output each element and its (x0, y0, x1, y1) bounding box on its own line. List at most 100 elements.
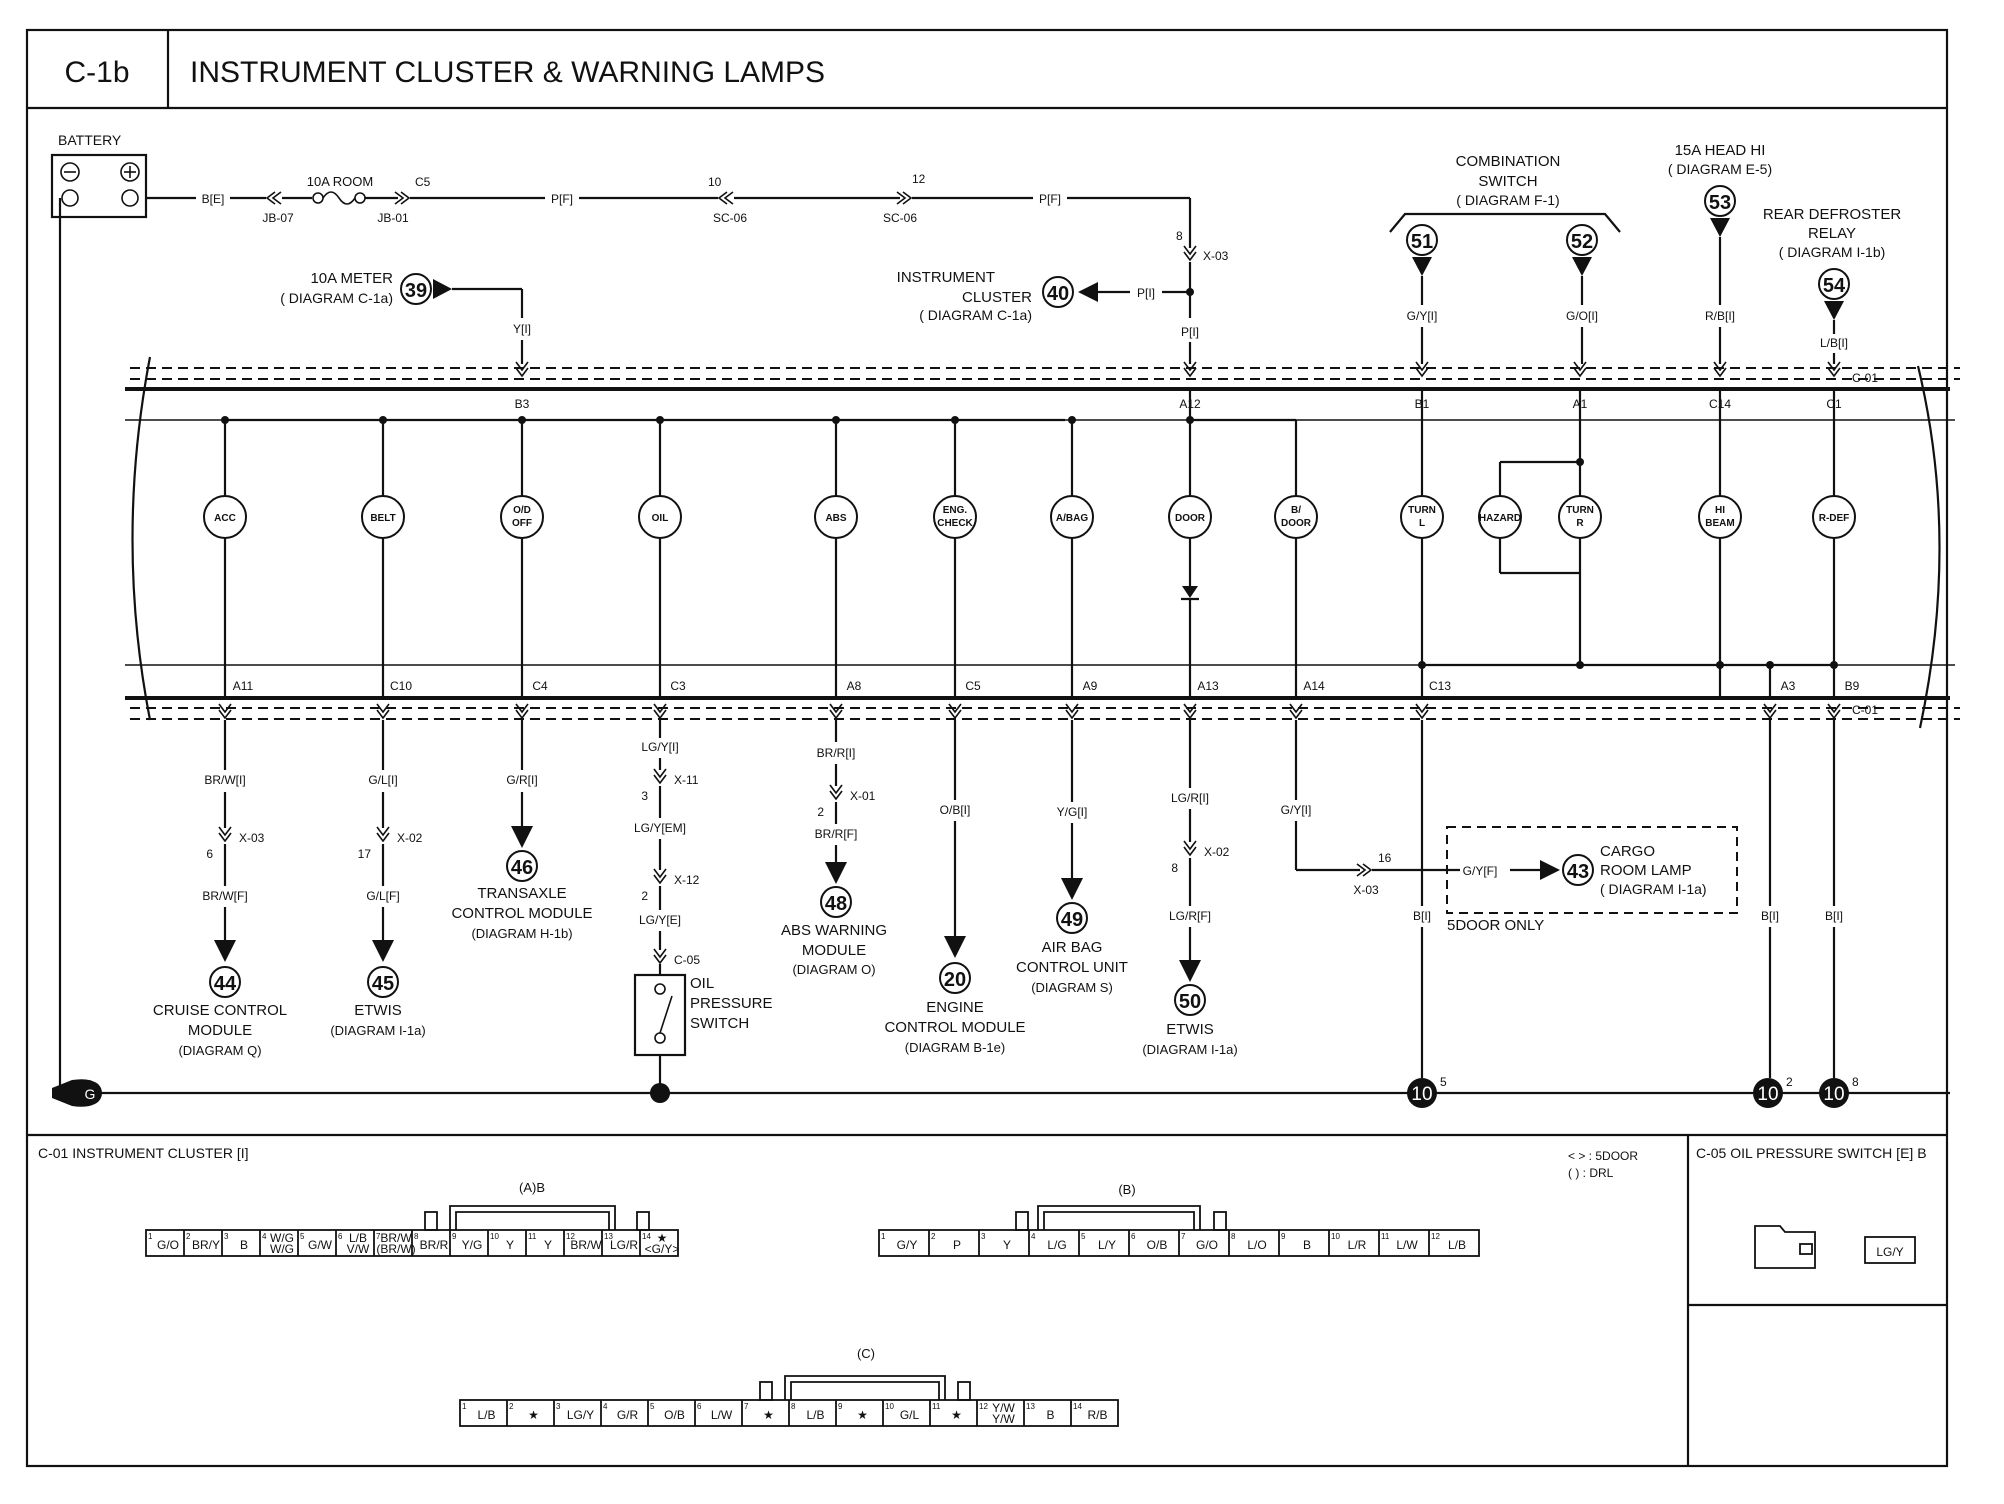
pin-number: 1 (148, 1232, 153, 1241)
pin-wire: L/B (477, 1408, 495, 1422)
connector-chevron (376, 826, 390, 842)
pin-number: 1 (881, 1232, 886, 1241)
module-label: (DIAGRAM Q) (178, 1043, 261, 1058)
pin-number: 2 (931, 1232, 936, 1241)
ground-number: 10 (1411, 1084, 1432, 1105)
connector-label: X-03 (1353, 883, 1379, 897)
pin-number: 1 (462, 1402, 467, 1411)
ref-45-label: 45 (372, 973, 394, 995)
pin-number: 8 (791, 1402, 796, 1411)
connector-latch (1037, 1205, 1201, 1230)
connector-tab (636, 1211, 650, 1231)
pin-wire: B (1303, 1238, 1311, 1252)
pin-number: 5 (1081, 1232, 1086, 1241)
diagram-frame (25, 28, 1949, 1468)
connector-chevron (376, 703, 390, 719)
pin-wire: (BR/W) (376, 1242, 415, 1256)
arrow (214, 940, 236, 962)
connector-label: 12 (912, 172, 926, 186)
pin-label: C3 (670, 679, 686, 693)
pin-wire: Y (1003, 1238, 1011, 1252)
c05-pin-label: LG/Y (1876, 1245, 1903, 1259)
lamp-label: HAZARD (1479, 513, 1521, 524)
connector-label: X-11 (674, 773, 699, 787)
combo-label: COMBINATION (1456, 153, 1561, 170)
pin-wire: B (240, 1238, 248, 1252)
pin-number: 14 (642, 1232, 651, 1241)
wire-label: B[I] (1413, 909, 1431, 923)
pin-number: 7 (376, 1232, 381, 1241)
connector-label: X-02 (397, 831, 423, 845)
module-label: TRANSAXLE (477, 885, 566, 902)
pin-wire: G/O (1196, 1238, 1218, 1252)
rd-label: REAR DEFROSTER (1763, 206, 1902, 223)
module-label: ETWIS (354, 1002, 402, 1019)
pin-number: 9 (1281, 1232, 1286, 1241)
arrow (372, 940, 394, 962)
pin-wire: BR/W (570, 1238, 602, 1252)
arrow (944, 936, 966, 958)
ic-label: INSTRUMENT (897, 269, 995, 286)
pin-number: 2 (509, 1402, 514, 1411)
wire-label: BR/W[I] (204, 773, 245, 787)
pin-number: 8 (414, 1232, 419, 1241)
wire-label: R/B[I] (1705, 309, 1735, 323)
pin-wire: ★ (528, 1408, 539, 1422)
connector-tab (1015, 1211, 1029, 1231)
ref-52-label: 52 (1571, 231, 1593, 253)
ref-39-label: 39 (405, 280, 427, 302)
pin-wire: O/B (664, 1408, 685, 1422)
wire-label: LG/Y[EM] (634, 821, 686, 835)
module-label: ( DIAGRAM I-1a) (1600, 881, 1707, 897)
ref-46-label: 46 (511, 857, 533, 879)
lamp: DOOR (1168, 495, 1212, 539)
pin-label: A11 (233, 679, 254, 693)
pin-wire: G/L (900, 1408, 920, 1422)
ref-49-label: 49 (1061, 909, 1083, 931)
pin-wire: Y (506, 1238, 514, 1252)
c01-title: C-01 INSTRUMENT CLUSTER [I] (38, 1145, 249, 1161)
pin-number: 4 (262, 1232, 267, 1241)
arrow (511, 826, 533, 848)
pin-wire: L/Y (1098, 1238, 1116, 1252)
connector-pin: 8 (1171, 861, 1178, 875)
module-label: (DIAGRAM S) (1031, 980, 1113, 995)
fuse-label: 10A ROOM (307, 174, 373, 189)
module-label: AIR BAG (1042, 939, 1103, 956)
connector-label: C-05 (674, 953, 700, 967)
pin-label: C5 (965, 679, 981, 693)
module-label: CARGO (1600, 843, 1655, 860)
pin-wire: ★ (951, 1408, 962, 1422)
connector-label: SC-06 (883, 211, 917, 225)
pin-number: 14 (1073, 1402, 1082, 1411)
combo-switch-bracket (1389, 212, 1621, 233)
pin-number: 10 (885, 1402, 894, 1411)
connector-tab (1213, 1211, 1227, 1231)
module-label: OIL (690, 975, 714, 992)
ground-number: 10 (1757, 1084, 1778, 1105)
wire-label: B[I] (1761, 909, 1779, 923)
module-label: (DIAGRAM I-1a) (330, 1023, 425, 1038)
pin-wire: L/B (806, 1408, 824, 1422)
pin-wire: L/B (1448, 1238, 1466, 1252)
lamp-label: OFF (512, 518, 532, 529)
wire-label: BR/R[I] (817, 746, 856, 760)
connector-chevron (1763, 703, 1777, 719)
pin-number: 3 (224, 1232, 229, 1241)
connector-label: 8 (1176, 229, 1183, 243)
wire-label: BR/W[F] (202, 889, 247, 903)
module-label: CRUISE CONTROL (153, 1002, 287, 1019)
pin-wire: L/O (1247, 1238, 1266, 1252)
wire-label: P[I] (1181, 325, 1199, 339)
connector-label: JB-07 (262, 211, 294, 225)
ref-54-label: 54 (1823, 275, 1846, 297)
connector-tab (759, 1381, 773, 1401)
pin-number: 12 (979, 1402, 988, 1411)
connector-label: X-03 (1203, 249, 1229, 263)
pin-number: 10 (1331, 1232, 1340, 1241)
connector-label: JB-01 (377, 211, 409, 225)
connector-label: C-01 (1852, 371, 1878, 385)
pin-label: C10 (390, 679, 412, 693)
